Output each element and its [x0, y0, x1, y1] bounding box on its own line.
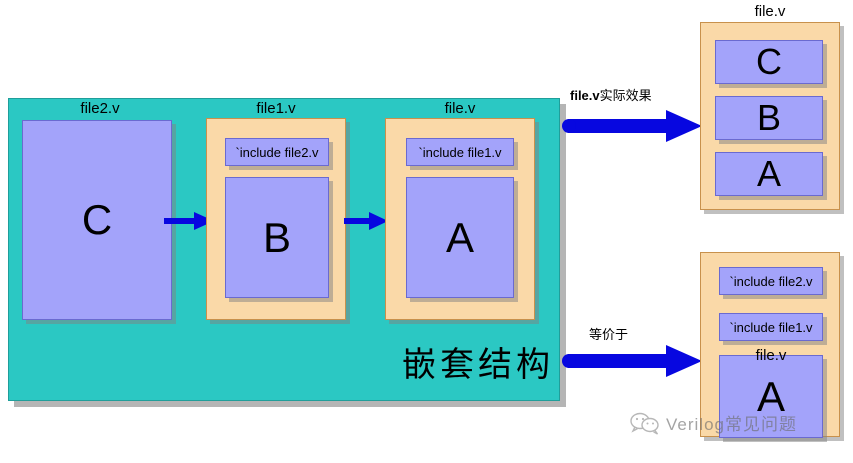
filev-box: `include file1.v A: [385, 118, 535, 320]
right-top-block-b: B: [715, 96, 823, 140]
right-top-c-label: C: [756, 41, 782, 82]
right-bottom-module-box: A: [719, 355, 823, 438]
file1-include-label: `include file2.v: [235, 144, 319, 160]
right-bottom-inline-filev-label: file.v: [755, 347, 787, 364]
filev-module-box: A: [406, 177, 514, 298]
arrow-actual-effect-prefix: file.v: [570, 88, 600, 103]
right-top-box: C B A: [700, 22, 840, 210]
filev-caption: file.v: [444, 100, 476, 117]
file2-caption: file2.v: [80, 100, 120, 117]
file1-box: `include file2.v B: [206, 118, 346, 320]
module-c-label: C: [81, 196, 113, 243]
arrow-actual-effect-line2: 果: [638, 88, 652, 103]
right-top-block-c: C: [715, 40, 823, 84]
right-bottom-include-1: `include file2.v: [719, 267, 823, 295]
filev-include-box: `include file1.v: [406, 138, 514, 166]
wechat-icon: [630, 411, 660, 435]
file1-caption: file1.v: [256, 100, 296, 117]
arrow-c-to-b: [164, 210, 214, 232]
nested-structure-label: 嵌套结构: [402, 347, 554, 384]
file2-module-box: C: [22, 120, 172, 320]
file1-module-box: B: [225, 177, 329, 298]
right-bottom-module-label: A: [756, 372, 785, 420]
right-top-a-label: A: [756, 153, 781, 194]
right-bottom-include-2: `include file1.v: [719, 313, 823, 341]
arrow-actual-effect-rest: 实际效: [599, 88, 639, 103]
module-b-label: B: [262, 213, 291, 261]
module-a-label: A: [445, 213, 474, 261]
arrow-actual-effect-label: file.v实际效果: [570, 88, 676, 103]
right-bottom-include-1-label: `include file2.v: [729, 273, 813, 289]
right-top-block-a: A: [715, 152, 823, 196]
file1-include-box: `include file2.v: [225, 138, 329, 166]
right-top-b-label: B: [756, 97, 781, 138]
right-top-title: file.v: [754, 3, 786, 20]
right-bottom-box: `include file2.v `include file1.v A file…: [700, 252, 840, 438]
filev-include-label: `include file1.v: [418, 144, 502, 160]
arrow-b-to-a: [344, 210, 388, 232]
arrow-equivalent-label: 等价于: [589, 327, 629, 342]
arrow-equivalent-to: [562, 343, 702, 379]
watermark-text: Verilog常见问题: [666, 415, 797, 434]
right-bottom-include-2-label: `include file1.v: [729, 319, 813, 335]
watermark: Verilog常见问题: [630, 410, 797, 435]
arrow-actual-effect: [562, 108, 702, 144]
